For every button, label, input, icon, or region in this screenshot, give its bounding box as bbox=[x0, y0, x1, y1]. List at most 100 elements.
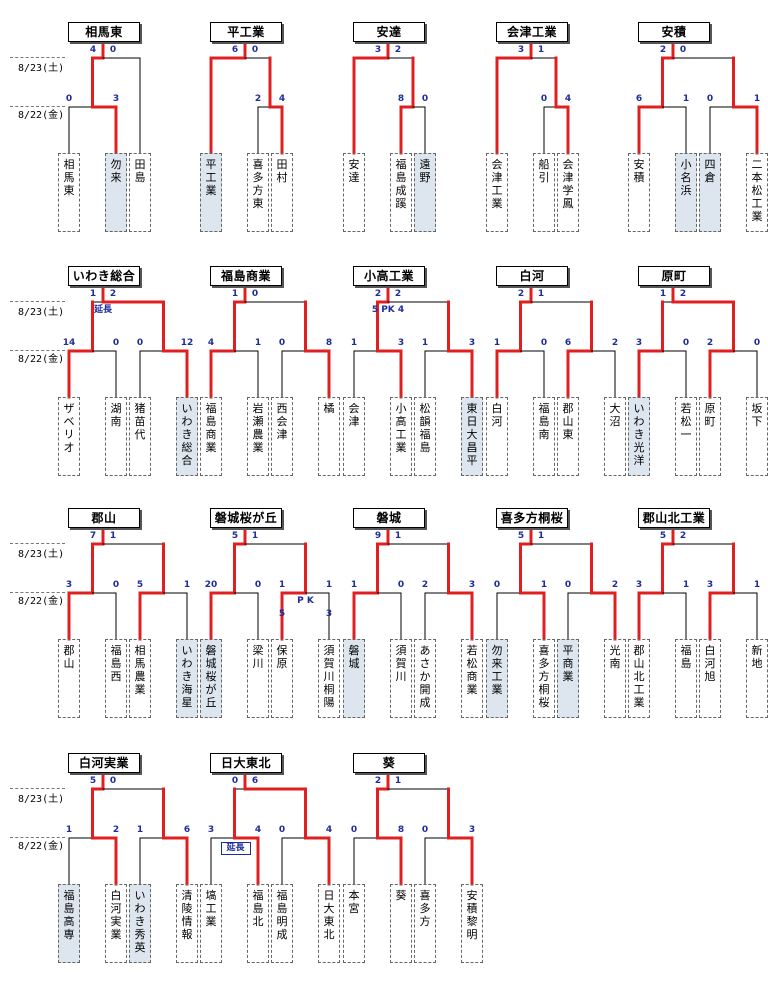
team-name-char: 相 bbox=[134, 644, 146, 657]
right-semifinal-score-left: 0 bbox=[706, 94, 714, 104]
team-name-char: 町 bbox=[704, 415, 716, 428]
team-name-char: 来 bbox=[110, 171, 122, 184]
team-box: 福島 bbox=[675, 639, 697, 718]
team-name-char: リ bbox=[63, 428, 75, 441]
team-box: 船引 bbox=[533, 153, 555, 232]
team-name-char: 引 bbox=[538, 171, 550, 184]
final-score-left: 1 bbox=[89, 289, 97, 299]
right-semifinal-score-left: 8 bbox=[397, 94, 405, 104]
team-name-char: 瀬 bbox=[252, 415, 264, 428]
final-score-left: 1 bbox=[231, 289, 239, 299]
team-name-char: 保 bbox=[276, 644, 288, 657]
team-name-char: 桐 bbox=[323, 683, 335, 696]
right-semifinal-score-left: 2 bbox=[421, 580, 429, 590]
team-name-char: 商 bbox=[205, 428, 217, 441]
team-box: 福島高専 bbox=[58, 884, 80, 963]
team-name-char: 西 bbox=[110, 670, 122, 683]
team-box: 喜多方東 bbox=[247, 153, 269, 232]
team-box: 勿来 bbox=[105, 153, 127, 232]
right-semifinal-score-left: 0 bbox=[278, 338, 286, 348]
final-score-left: 1 bbox=[659, 289, 667, 299]
team-name-char: 津 bbox=[562, 171, 574, 184]
final-score-left: 5 bbox=[89, 776, 97, 786]
team-box: ザベリオ bbox=[58, 397, 80, 476]
team-name-char: 山 bbox=[63, 657, 75, 670]
right-semifinal-score-left: 0 bbox=[564, 580, 572, 590]
team-name-char: 名 bbox=[680, 171, 692, 184]
team-name-char: 工 bbox=[491, 184, 503, 197]
team-name-char: 川 bbox=[252, 657, 264, 670]
team-name-char: 日 bbox=[466, 415, 478, 428]
final-score-right: 1 bbox=[251, 531, 259, 541]
left-semifinal-score-right: 1 bbox=[682, 94, 690, 104]
right-semifinal-score-left: 0 bbox=[421, 825, 429, 835]
team-name-char: 松 bbox=[466, 657, 478, 670]
team-name-char: 安 bbox=[633, 158, 645, 171]
right-semifinal-score-right: 3 bbox=[468, 580, 476, 590]
left-semifinal-score-right: 0 bbox=[254, 580, 262, 590]
team-name-char: 多 bbox=[252, 171, 264, 184]
final-date-label: 8/23(土) bbox=[18, 549, 65, 560]
team-name-char: 専 bbox=[63, 928, 75, 941]
team-name-char: き bbox=[181, 428, 193, 441]
team-name-char: 安 bbox=[348, 158, 360, 171]
left-semifinal-score-right: 0 bbox=[682, 338, 690, 348]
left-semifinal-score-left: 0 bbox=[493, 580, 501, 590]
final-score-right: 2 bbox=[109, 289, 117, 299]
team-name-char: わ bbox=[633, 415, 645, 428]
team-box: 喜多方 bbox=[414, 884, 436, 963]
left-semifinal-score-left: 4 bbox=[207, 338, 215, 348]
team-box: あさか開成 bbox=[414, 639, 436, 718]
right-semifinal-score-right: 4 bbox=[278, 94, 286, 104]
team-name-char: 河 bbox=[110, 902, 122, 915]
team-name-char: い bbox=[134, 889, 146, 902]
team-name-char: 来 bbox=[491, 657, 503, 670]
left-semifinal-score-left: 3 bbox=[635, 338, 643, 348]
team-name-char: 東 bbox=[562, 428, 574, 441]
team-name-char: 田 bbox=[276, 158, 288, 171]
final-score-left: 3 bbox=[517, 45, 525, 55]
team-name-char: わ bbox=[181, 657, 193, 670]
team-name-char: 岩 bbox=[252, 402, 264, 415]
team-name-char: 津 bbox=[348, 415, 360, 428]
team-name-char: 業 bbox=[134, 683, 146, 696]
team-name-char: い bbox=[181, 644, 193, 657]
final-score-left: 7 bbox=[89, 531, 97, 541]
team-box: 白河実業 bbox=[105, 884, 127, 963]
team-box: 福島北 bbox=[247, 884, 269, 963]
team-name-char: 浜 bbox=[680, 184, 692, 197]
team-box: 相馬農業 bbox=[129, 639, 151, 718]
team-box: 坂下 bbox=[746, 397, 768, 476]
left-semifinal-score-left: 3 bbox=[635, 580, 643, 590]
team-name-char: 山 bbox=[633, 657, 645, 670]
team-name-char: 丘 bbox=[205, 696, 217, 709]
left-semifinal-score-right: 0 bbox=[397, 580, 405, 590]
right-semifinal-score-right: 4 bbox=[325, 825, 333, 835]
team-name-char: 津 bbox=[491, 171, 503, 184]
team-name-char: 農 bbox=[134, 670, 146, 683]
team-name-char: 白 bbox=[704, 644, 716, 657]
team-name-char: 船 bbox=[538, 158, 550, 171]
team-name-char: 開 bbox=[419, 683, 431, 696]
team-name-char: 報 bbox=[181, 928, 193, 941]
team-box: 福島西 bbox=[105, 639, 127, 718]
winner-box: 安積 bbox=[638, 22, 710, 42]
team-name-char: 業 bbox=[491, 683, 503, 696]
right-semifinal-score-left: 2 bbox=[706, 338, 714, 348]
team-name-char: 桜 bbox=[205, 670, 217, 683]
right-semifinal-score-right: 0 bbox=[421, 94, 429, 104]
team-name-char: 業 bbox=[466, 683, 478, 696]
team-name-char: 地 bbox=[751, 657, 763, 670]
team-name-char: 英 bbox=[134, 941, 146, 954]
team-name-char: 情 bbox=[181, 915, 193, 928]
winner-box: 平工業 bbox=[210, 22, 282, 42]
team-box: 清陵情報 bbox=[176, 884, 198, 963]
team-name-char: 高 bbox=[395, 415, 407, 428]
team-name-char: 業 bbox=[751, 210, 763, 223]
right-semifinal-score-right: 6 bbox=[183, 825, 191, 835]
winner-box: 葵 bbox=[353, 753, 425, 773]
final-score-left: 5 bbox=[231, 531, 239, 541]
team-name-char: 須 bbox=[323, 644, 335, 657]
team-name-char: 城 bbox=[205, 657, 217, 670]
